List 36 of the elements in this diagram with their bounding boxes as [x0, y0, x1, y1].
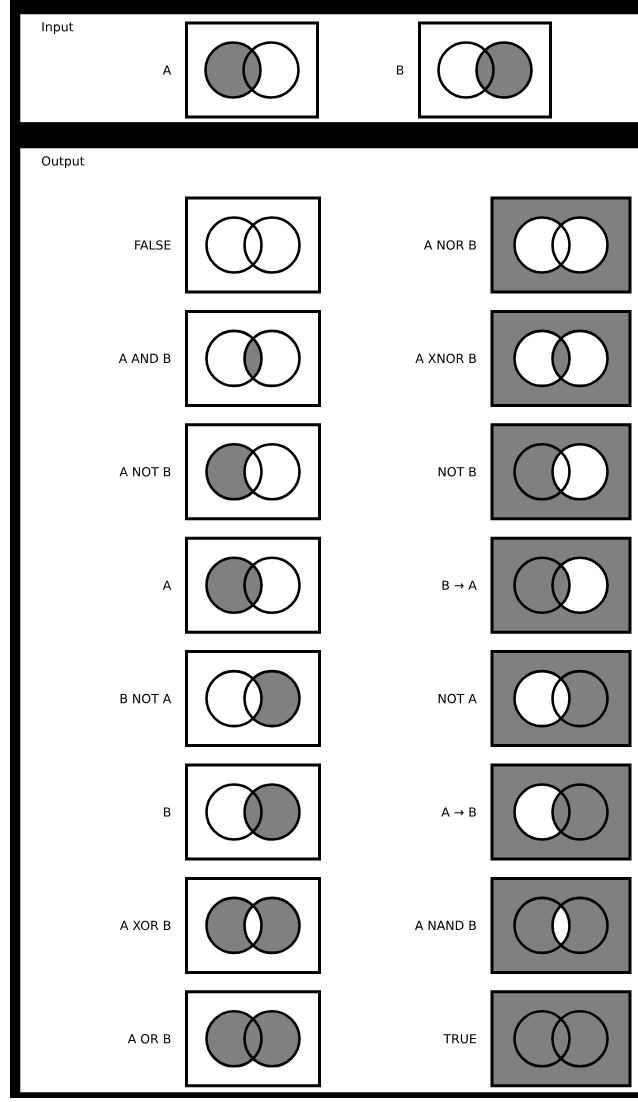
operation-label: NOT B — [438, 467, 476, 477]
venn-diagram — [490, 536, 632, 634]
operation-label: A — [162, 580, 172, 590]
venn-diagram — [490, 650, 632, 748]
venn-diagram — [490, 876, 632, 974]
venn-diagram — [490, 763, 632, 861]
operation-label: A NOR B — [423, 240, 476, 250]
venn-diagram — [185, 990, 321, 1088]
venn-diagram — [185, 650, 321, 748]
operation-label: A → B — [441, 807, 476, 817]
operation-label: B — [396, 65, 404, 75]
venn-diagram — [490, 309, 632, 407]
operation-label: B NOT A — [120, 693, 172, 704]
operation-label: A — [162, 65, 172, 75]
operation-label: A NOT B — [119, 467, 171, 477]
operation-label: TRUE — [443, 1034, 476, 1044]
venn-diagram — [418, 21, 552, 119]
operation-label: NOT A — [438, 693, 477, 704]
venn-diagram — [185, 536, 321, 634]
venn-diagram — [490, 196, 632, 294]
venn-diagram — [185, 876, 321, 974]
operation-label: B — [163, 807, 171, 817]
operation-label: A OR B — [127, 1034, 171, 1044]
operation-label: FALSE — [135, 240, 171, 250]
venn-diagram — [185, 309, 321, 407]
venn-diagram — [490, 990, 632, 1088]
venn-diagram — [490, 423, 632, 521]
venn-diagram — [185, 423, 321, 521]
operation-label: A XOR B — [120, 920, 171, 931]
operation-label: A NAND B — [414, 920, 476, 930]
venn-diagram — [185, 196, 321, 294]
operation-label: B → A — [442, 580, 477, 590]
venn-diagram — [185, 21, 319, 119]
operation-label: A AND B — [118, 353, 171, 363]
venn-diagram — [185, 763, 321, 861]
operation-label: A XNOR B — [415, 353, 476, 364]
